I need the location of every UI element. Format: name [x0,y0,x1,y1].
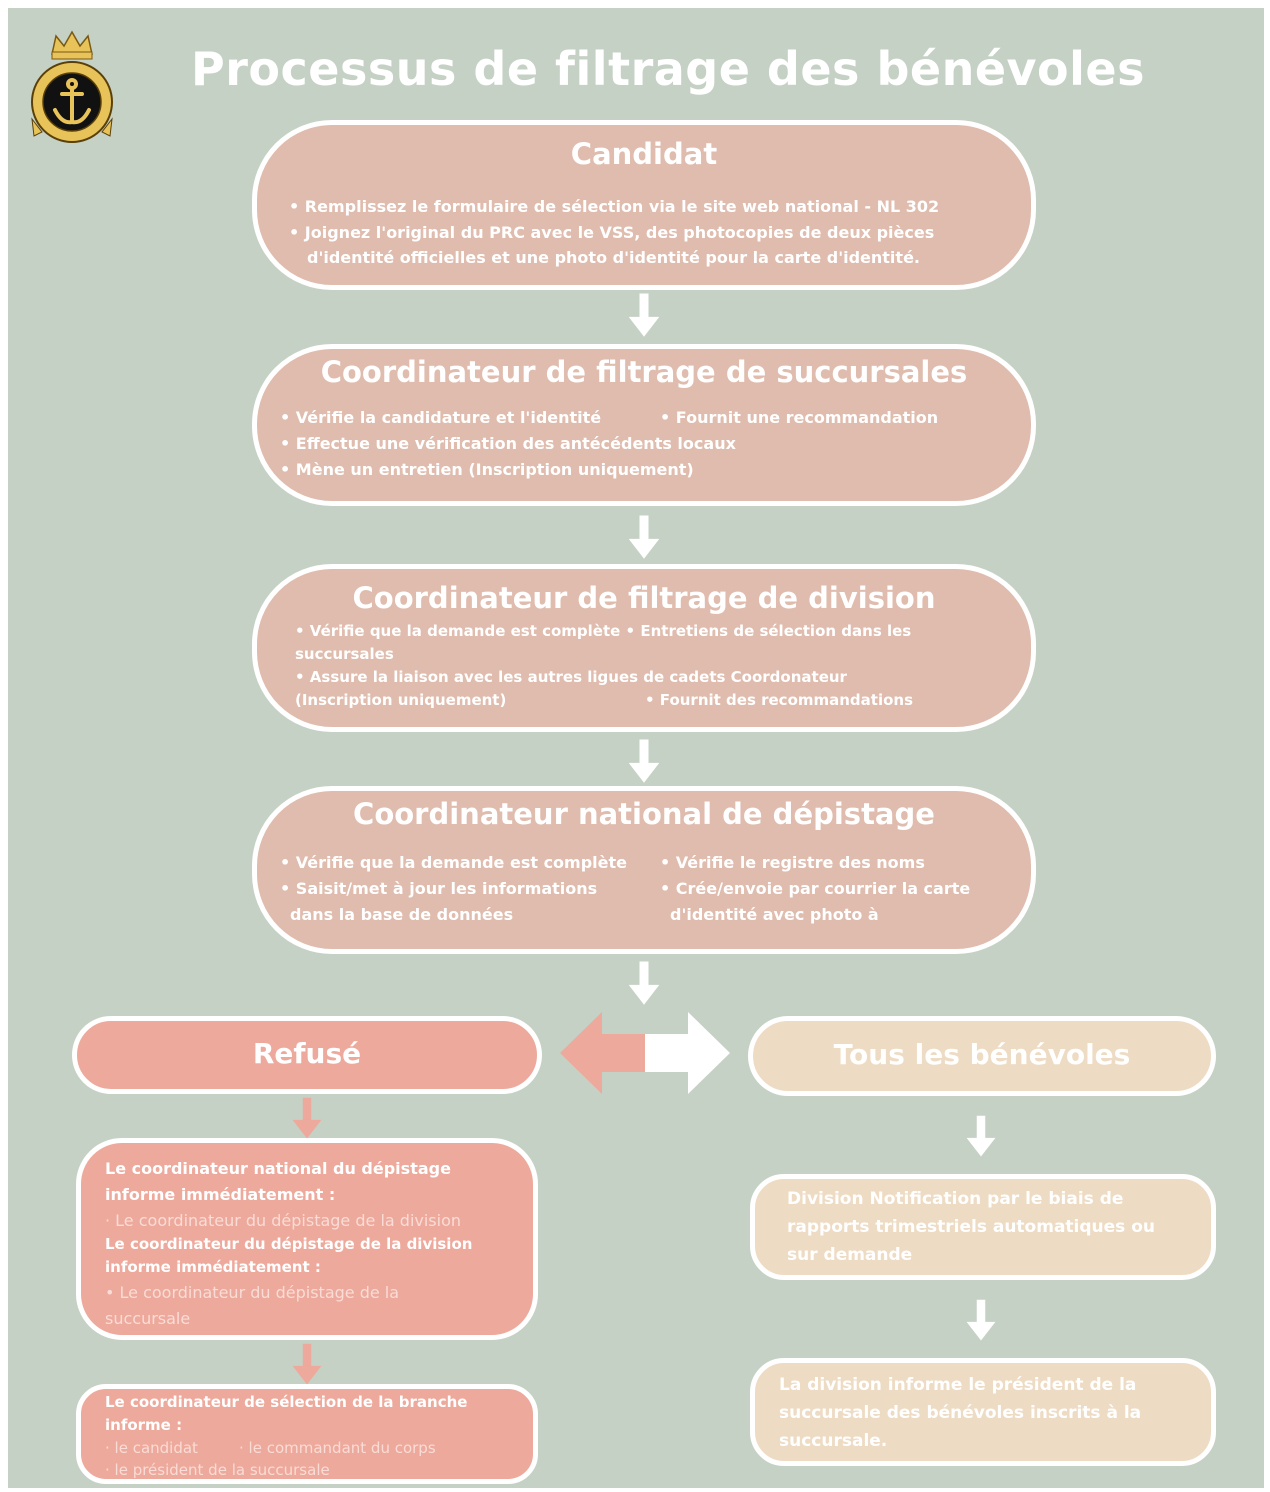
step-bullet: • Fournit des recommandations [645,691,914,709]
approved-text: succursale des bénévoles inscrits à la [779,1403,1142,1423]
refused-heading: informe : [105,1416,183,1434]
refused-heading: informe immédiatement : [105,1258,321,1276]
step-title: Coordinateur de filtrage de division [352,581,936,615]
step-bullet: • Remplissez le formulaire de sélection … [289,197,940,216]
step-title: Candidat [570,137,718,171]
step-bullet: • Saisit/met à jour les informations [280,879,598,898]
approved-text: rapports trimestriels automatiques ou [787,1217,1155,1237]
step-title: Coordinateur national de dépistage [353,797,935,831]
anchor-crest-icon [31,30,113,143]
step-bullet: • Assure la liaison avec les autres ligu… [295,668,847,686]
refused-box: Refusé [72,1016,542,1094]
refused-item: · le président de la succursale [105,1461,330,1479]
arrow-down-icon [966,1299,996,1341]
page-title: Processus de filtrage des bénévoles [191,42,1145,96]
approved-text: sur demande [787,1245,913,1265]
approved-text: Division Notification par le biais de [787,1189,1124,1209]
refused-heading: Le coordinateur de sélection de la branc… [105,1393,468,1411]
arrow-down-icon [628,293,660,337]
refused-item: · le commandant du corps [239,1439,436,1457]
division-notification-box: Division Notification par le biais de ra… [750,1174,1216,1280]
refused-item: • Le coordinateur du dépistage de la [105,1283,400,1302]
step-division-coordinator: Coordinateur de filtrage de division • V… [252,564,1036,732]
step-bullet: • Mène un entretien (Inscription uniquem… [280,460,694,479]
approved-label: Tous les bénévoles [833,1038,1131,1071]
approved-text: succursale. [779,1431,888,1451]
arrow-down-icon [628,739,660,783]
step-bullet: d'identité avec photo à [670,905,879,924]
refused-item: succursale [105,1309,191,1328]
arrow-down-icon [292,1343,322,1385]
step-bullet: • Vérifie que la demande est complète [280,853,627,872]
step-bullet: • Crée/envoie par courrier la carte [660,879,971,898]
step-title: Coordinateur de filtrage de succursales [320,355,968,389]
step-bullet: • Effectue une vérification des antécéde… [280,434,736,453]
arrow-down-icon [628,961,660,1005]
step-bullet: • Joignez l'original du PRC avec le VSS,… [289,223,935,242]
diagram-canvas: Processus de filtrage des bénévoles Cand… [8,8,1264,1488]
step-bullet: (Inscription uniquement) [295,691,507,709]
refused-heading: Le coordinateur national du dépistage [105,1159,451,1178]
step-bullet: dans la base de données [290,905,514,924]
step-bullet: • Fournit une recommandation [660,408,939,427]
step-bullet: • Vérifie que la demande est complète • … [295,622,912,640]
arrow-down-icon [628,515,660,559]
refused-heading: informe immédiatement : [105,1185,336,1204]
step-national-coordinator: Coordinateur national de dépistage • Vér… [252,786,1036,954]
step-bullet: d'identité officielles et une photo d'id… [307,248,920,267]
refused-notification-box: Le coordinateur national du dépistage in… [76,1138,538,1340]
refused-item: · le candidat [105,1439,198,1457]
step-branch-coordinator: Coordinateur de filtrage de succursales … [252,344,1036,506]
step-bullet: • Vérifie le registre des noms [660,853,925,872]
refused-branch-box: Le coordinateur de sélection de la branc… [76,1384,538,1484]
approved-text: La division informe le président de la [779,1375,1137,1395]
step-candidat: Candidat • Remplissez le formulaire de s… [252,120,1036,290]
arrow-down-icon [292,1097,322,1139]
split-arrow-icon [560,1012,730,1094]
division-informs-box: La division informe le président de la s… [750,1358,1216,1466]
refused-label: Refusé [252,1037,362,1070]
step-bullet: succursales [295,645,394,663]
arrow-down-icon [966,1115,996,1157]
refused-item: · Le coordinateur du dépistage de la div… [105,1211,462,1230]
step-bullet: • Vérifie la candidature et l'identité [280,408,602,427]
approved-box: Tous les bénévoles [748,1016,1216,1096]
refused-heading: Le coordinateur du dépistage de la divis… [105,1235,473,1253]
